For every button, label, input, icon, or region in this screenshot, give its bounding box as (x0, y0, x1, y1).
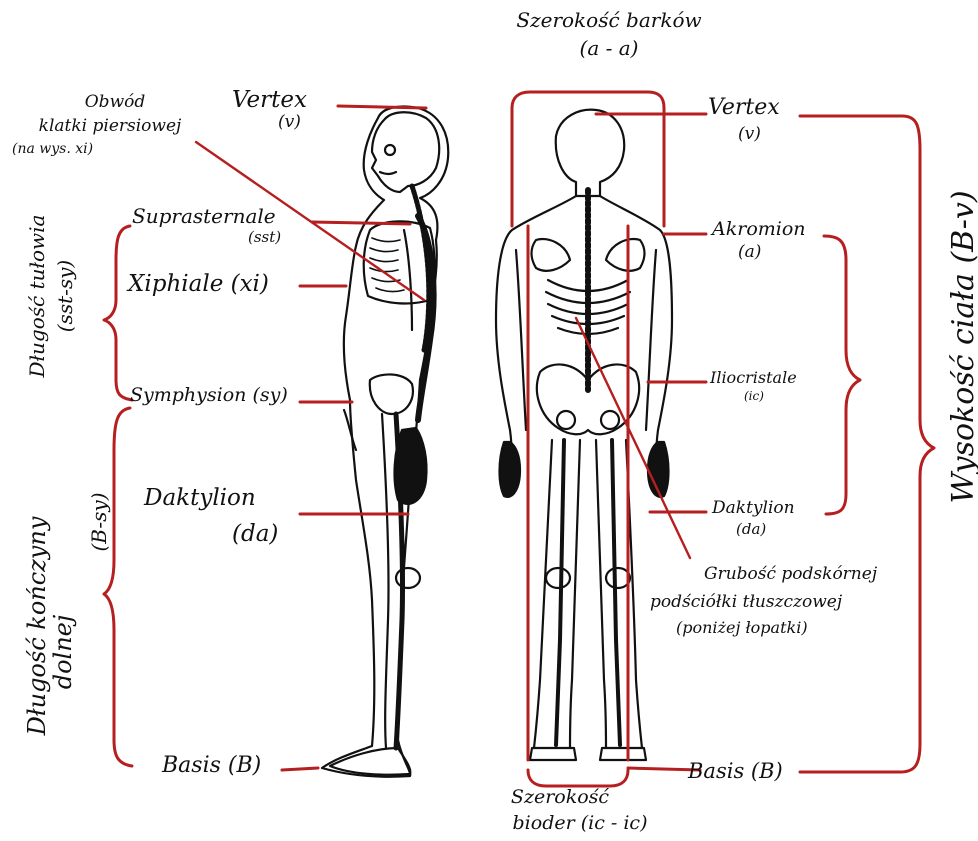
back-view-figure (496, 110, 672, 760)
trunk-length-label: Długość tułowia (26, 196, 50, 396)
shoulder-width-label: Szerokość barków (484, 10, 734, 31)
vertex-left-label: Vertex (232, 88, 307, 112)
shoulder-width-code: (a - a) (484, 38, 734, 59)
basis-right-label: Basis (B) (688, 760, 783, 782)
suprasternale-code: (sst) (248, 230, 281, 246)
vertex-right-code: (v) (738, 126, 761, 144)
akromion-label: Akromion (712, 220, 806, 240)
xiphiale-label: Xiphiale (xi) (128, 272, 269, 296)
side-view-figure (322, 106, 448, 776)
daktylion-right-label: Daktylion (712, 500, 795, 518)
chest-circumference-label-1: Obwód (20, 94, 210, 112)
skinfold-label-3: (poniżej łopatki) (676, 620, 808, 637)
daktylion-left-label: Daktylion (144, 486, 256, 510)
hip-width-label-1: Szerokość (480, 788, 640, 808)
chest-circumference-label-3: (na wys. xi) (12, 142, 93, 157)
akromion-code: (a) (738, 244, 761, 262)
trunk-length-code: (sst-sy) (54, 226, 78, 366)
annotation-lines (104, 92, 934, 786)
hip-width-label-2: bioder (ic - ic) (480, 814, 680, 834)
daktylion-left-code: (da) (232, 522, 278, 546)
skinfold-label-1: Grubość podskórnej (704, 566, 877, 584)
iliocristale-code: (ic) (744, 390, 764, 403)
basis-left-label: Basis (B) (162, 754, 261, 777)
leg-length-label: Długość kończyny (24, 496, 52, 756)
leg-length-label-2: dolnej (50, 592, 78, 712)
leg-length-code: (B-sy) (88, 462, 112, 582)
suprasternale-label: Suprasternale (132, 206, 276, 227)
daktylion-right-code: (da) (736, 522, 766, 538)
vertex-right-label: Vertex (708, 96, 780, 119)
skinfold-label-2: podściółki tłuszczowej (650, 594, 842, 612)
iliocristale-label: Iliocristale (710, 370, 797, 387)
vertex-left-code: (v) (278, 114, 301, 132)
body-height-label: Wysokość ciała (B-v) (947, 187, 978, 507)
symphysion-label: Symphysion (sy) (130, 386, 288, 406)
chest-circumference-label-2: klatki piersiowej (10, 118, 210, 136)
